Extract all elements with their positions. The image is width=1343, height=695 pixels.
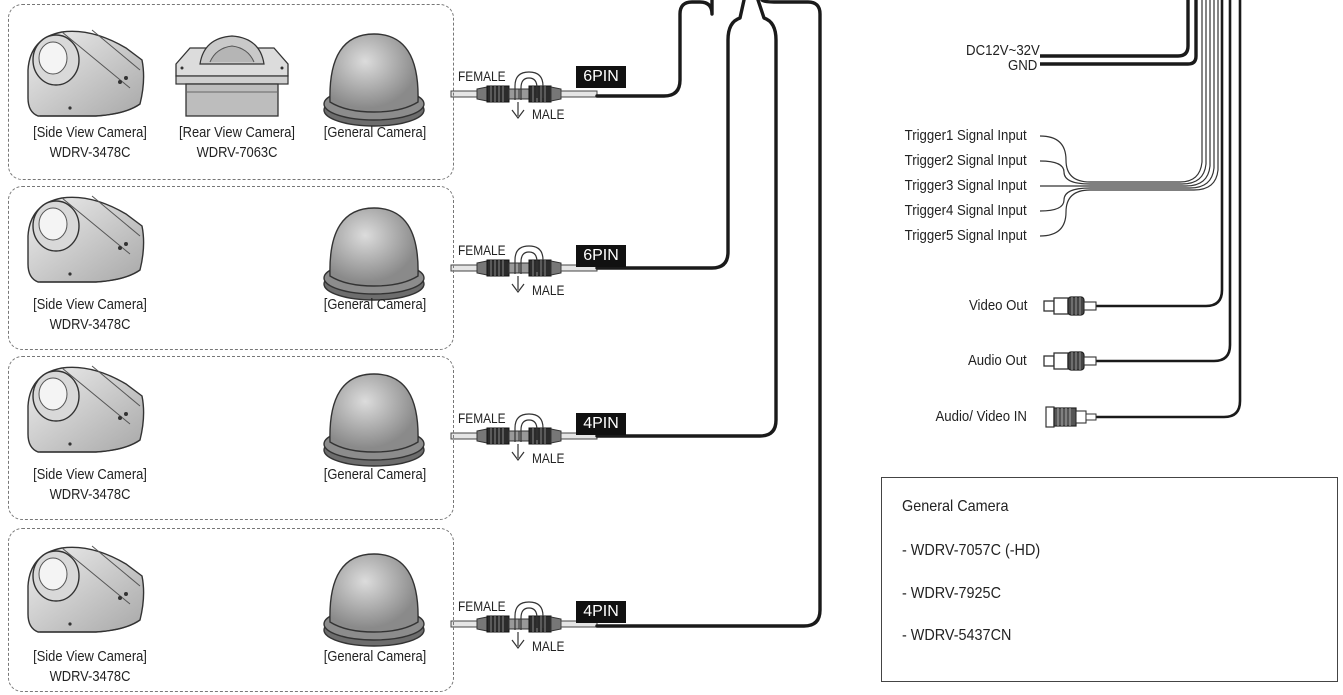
general-camera-model: - WDRV-5437CN <box>902 627 1012 644</box>
video-out-label: Video Out <box>968 297 1027 314</box>
trigger-5-label: Trigger5 Signal Input <box>904 227 1027 244</box>
camera-model: WDRV-3478C <box>49 486 131 503</box>
male-label: MALE <box>532 638 565 654</box>
camera-caption: [Side View Camera] WDRV-3478C <box>21 647 159 687</box>
av-connector-icon <box>1045 406 1097 428</box>
camera-model: WDRV-7063C <box>196 144 278 161</box>
camera-model: WDRV-3478C <box>49 316 131 333</box>
trigger-1-label: Trigger1 Signal Input <box>904 127 1027 144</box>
av-in-label: Audio/ Video IN <box>935 408 1027 425</box>
general-camera-title: General Camera <box>902 498 1009 515</box>
camera-caption-title: [Side View Camera] <box>33 466 147 483</box>
female-label: FEMALE <box>458 598 506 614</box>
trigger-3-label: Trigger3 Signal Input <box>904 177 1027 194</box>
male-label: MALE <box>532 106 565 122</box>
general-camera-model: - WDRV-7925C <box>902 585 1001 602</box>
general-camera-model: - WDRV-7057C (-HD) <box>902 542 1041 559</box>
camera-caption: [General Camera] <box>311 123 440 143</box>
camera-caption: [Side View Camera] WDRV-3478C <box>21 123 159 163</box>
power-lines <box>1040 0 1198 66</box>
rca-plug-icon <box>1043 296 1097 316</box>
pin-badge: 4PIN <box>576 413 626 435</box>
camera-caption: [Side View Camera] WDRV-3478C <box>21 465 159 505</box>
male-label: MALE <box>532 450 565 466</box>
female-label: FEMALE <box>458 410 506 426</box>
camera-caption-title: [Side View Camera] <box>33 124 147 141</box>
camera-group-3 <box>8 356 454 520</box>
trigger-wires <box>1039 0 1219 237</box>
general-camera-panel: General Camera - WDRV-7057C (-HD) - WDRV… <box>881 477 1338 682</box>
camera-caption-title: [General Camera] <box>323 296 427 313</box>
camera-caption-title: [Side View Camera] <box>33 296 147 313</box>
female-label: FEMALE <box>458 68 506 84</box>
pin-badge: 6PIN <box>576 66 626 88</box>
camera-caption: [General Camera] <box>311 465 440 485</box>
rca-plug-icon <box>1043 351 1097 371</box>
pin-badge: 4PIN <box>576 601 626 623</box>
camera-cables <box>595 0 822 628</box>
cable-connector-icon <box>450 85 598 103</box>
male-label: MALE <box>532 282 565 298</box>
camera-caption: [Side View Camera] WDRV-3478C <box>21 295 159 335</box>
camera-group-2 <box>8 186 454 350</box>
camera-caption-title: [Rear View Camera] <box>179 124 295 141</box>
camera-model: WDRV-3478C <box>49 668 131 685</box>
power-gnd-label: GND <box>1007 57 1037 74</box>
female-label: FEMALE <box>458 242 506 258</box>
camera-group-4 <box>8 528 454 692</box>
audio-out-label: Audio Out <box>968 352 1027 369</box>
camera-caption: [Rear View Camera] WDRV-7063C <box>168 123 306 163</box>
camera-caption-title: [General Camera] <box>323 124 427 141</box>
power-dc-label: DC12V~32V <box>966 42 1040 59</box>
av-lines <box>1092 0 1242 419</box>
camera-caption-title: [Side View Camera] <box>33 648 147 665</box>
pin-badge: 6PIN <box>576 245 626 267</box>
trigger-2-label: Trigger2 Signal Input <box>904 152 1027 169</box>
camera-caption: [General Camera] <box>311 295 440 315</box>
camera-group-1 <box>8 4 454 180</box>
camera-caption: [General Camera] <box>311 647 440 667</box>
camera-caption-title: [General Camera] <box>323 648 427 665</box>
camera-caption-title: [General Camera] <box>323 466 427 483</box>
camera-model: WDRV-3478C <box>49 144 131 161</box>
trigger-4-label: Trigger4 Signal Input <box>904 202 1027 219</box>
